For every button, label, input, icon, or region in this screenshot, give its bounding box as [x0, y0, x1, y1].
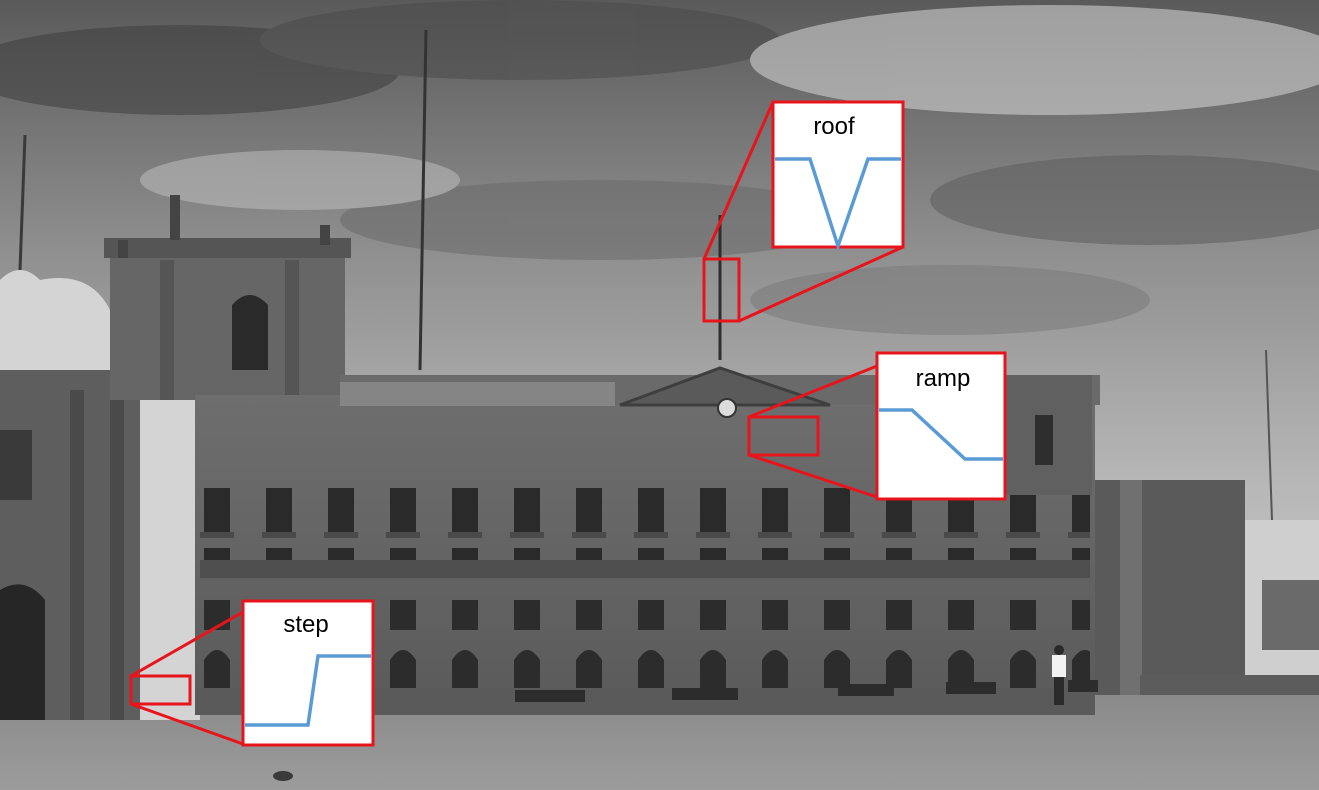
pigeon [273, 771, 293, 781]
roof-leader-line [738, 245, 904, 323]
right-buildings [1095, 480, 1319, 695]
ramp-leader-line [748, 364, 878, 419]
step-highlight-box [129, 674, 192, 706]
benches [515, 680, 1098, 702]
roof-label: roof [813, 113, 855, 140]
ramp-inset [875, 351, 1007, 501]
ramp-profile-curve [879, 408, 1003, 461]
left-pole [18, 134, 27, 271]
ramp-leader-line [748, 453, 878, 499]
step-leader-line [130, 702, 244, 746]
left-tower [104, 195, 351, 400]
clouds [0, 0, 1319, 335]
roof-highlight-box [702, 257, 741, 323]
pedestrian [1052, 645, 1066, 705]
left-church [0, 270, 200, 720]
roof-leader-line [702, 101, 775, 260]
antenna-mast [418, 29, 428, 371]
ramp-callout: ramp [747, 351, 1007, 501]
right-pole [1265, 349, 1273, 521]
roof-callout: roof [702, 100, 905, 323]
step-label: step [283, 611, 328, 638]
ramp-label: ramp [916, 365, 971, 392]
roof-profile-curve [775, 157, 901, 252]
ramp-highlight-box [747, 415, 820, 457]
step-leader-line [130, 610, 244, 678]
step-profile-curve [245, 654, 371, 727]
step-callout: step [129, 599, 375, 747]
